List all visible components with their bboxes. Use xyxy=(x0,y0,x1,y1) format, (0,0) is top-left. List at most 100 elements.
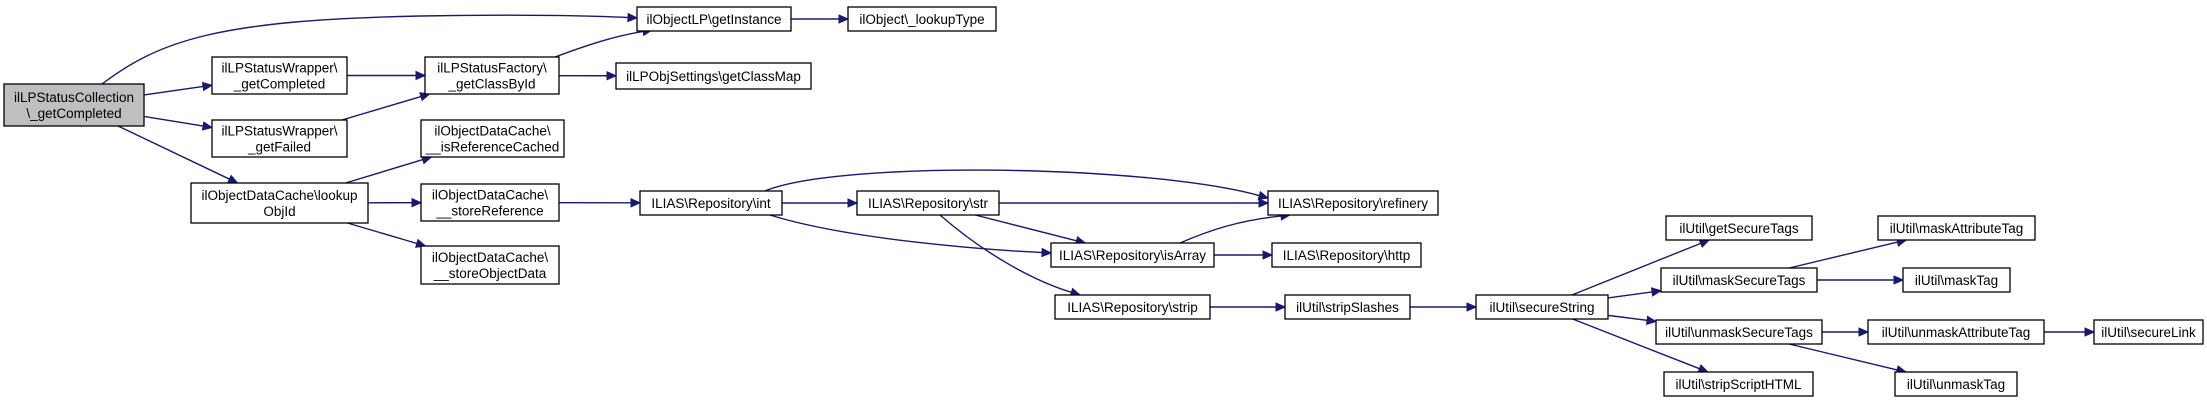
edge-maskSecureTags-to-maskAttributeTag xyxy=(1789,241,1899,269)
node-box xyxy=(1050,242,1215,268)
node-repoStr[interactable]: ILIAS\Repository\str xyxy=(856,190,1000,216)
edge-arrowhead xyxy=(1041,247,1053,258)
edge-wrapFailed-to-statusFactory xyxy=(341,95,423,121)
node-label: ilObjectDataCache\ xyxy=(434,124,551,139)
node-label: __storeReference xyxy=(435,204,543,219)
node-box xyxy=(420,119,565,158)
node-repoInt[interactable]: ILIAS\Repository\int xyxy=(639,190,783,216)
node-repoHttp[interactable]: ILIAS\Repository\http xyxy=(1271,242,1422,268)
node-box xyxy=(639,190,783,216)
node-getSecureTags[interactable]: ilUtil\getSecureTags xyxy=(1665,215,1813,241)
edge-secureString-to-maskSecureTags xyxy=(1607,291,1654,299)
node-label: __storeObjectData xyxy=(433,266,547,281)
node-unmaskSecureTags[interactable]: ilUtil\unmaskSecureTags xyxy=(1655,319,1823,345)
edge-arrowhead xyxy=(411,197,423,208)
node-box xyxy=(420,245,560,285)
node-secureString[interactable]: ilUtil\secureString xyxy=(1475,294,1609,320)
node-label: ilUtil\maskTag xyxy=(1915,273,1998,288)
node-label: ilUtil\unmaskAttributeTag xyxy=(1882,325,2031,340)
edge-arrowhead xyxy=(630,198,642,208)
node-secureLink[interactable]: ilUtil\secureLink xyxy=(2093,319,2204,345)
edge-arrowhead xyxy=(1645,315,1658,326)
node-label: ilUtil\unmaskSecureTags xyxy=(1665,325,1813,340)
edge-arrowhead xyxy=(1698,239,1711,248)
node-getInstance[interactable]: ilObjectLP\getInstance xyxy=(636,6,792,32)
edge-statusFactory-to-getInstance xyxy=(554,30,645,58)
node-label: _getCompleted xyxy=(233,77,326,92)
node-statusFactory[interactable]: ilLPStatusFactory\_getClassById xyxy=(424,56,560,95)
node-lookupType[interactable]: ilObject\_lookupType xyxy=(847,6,997,32)
node-unmaskTag[interactable]: ilUtil\unmaskTag xyxy=(1894,371,2018,397)
node-label: ilObjectDataCache\ xyxy=(432,188,549,203)
node-label: ObjId xyxy=(263,204,295,219)
node-label: ilObjectDataCache\lookup xyxy=(201,188,357,203)
edge-repoStr-to-repoIsArray xyxy=(975,214,1078,242)
node-stripScriptHTML[interactable]: ilUtil\stripScriptHTML xyxy=(1663,371,1814,397)
node-label: ilObject\_lookupType xyxy=(859,12,984,27)
node-label: ilLPStatusCollection xyxy=(14,90,134,105)
node-box xyxy=(211,56,348,95)
node-box xyxy=(424,56,560,95)
node-isRefCached[interactable]: ilObjectDataCache\__isReferenceCached xyxy=(420,119,565,158)
edge-arrowhead xyxy=(2084,327,2096,337)
node-box xyxy=(1877,215,2036,241)
node-repoRefinery[interactable]: ILIAS\Repository\refinery xyxy=(1267,190,1439,216)
node-wrapCompleted[interactable]: ilLPStatusWrapper\_getCompleted xyxy=(211,56,348,95)
node-box xyxy=(636,6,792,32)
node-label: _getClassById xyxy=(447,77,535,92)
edge-arrowhead xyxy=(1258,198,1270,208)
node-box xyxy=(1271,242,1422,268)
node-box xyxy=(1665,215,1813,241)
node-stripSlashes[interactable]: ilUtil\stripSlashes xyxy=(1284,294,1411,320)
node-wrapFailed[interactable]: ilLPStatusWrapper\_getFailed xyxy=(211,119,348,158)
node-box xyxy=(1867,319,2045,345)
edge-arrowhead xyxy=(201,81,214,92)
edge-lookupObjId-to-isRefCached xyxy=(345,158,424,184)
edge-repoIsArray-to-repoRefinery xyxy=(1179,215,1283,244)
node-maskSecureTags[interactable]: ilUtil\maskSecureTags xyxy=(1660,267,1818,293)
edge-arrowhead xyxy=(1697,364,1710,373)
node-maskTag[interactable]: ilUtil\maskTag xyxy=(1902,267,2011,293)
node-box xyxy=(1054,294,1211,320)
node-label: ILIAS\Repository\str xyxy=(868,196,989,211)
node-box xyxy=(1663,371,1814,397)
node-storeRef[interactable]: ilObjectDataCache\__storeReference xyxy=(420,183,560,222)
node-label: _getFailed xyxy=(247,140,311,155)
node-label: ilUtil\unmaskTag xyxy=(1907,377,2005,392)
node-box xyxy=(211,119,348,158)
edge-root-to-wrapFailed xyxy=(143,115,205,127)
edge-unmaskSecureTags-to-unmaskTag xyxy=(1788,343,1899,371)
node-unmaskAttributeTag[interactable]: ilUtil\unmaskAttributeTag xyxy=(1867,319,2045,345)
node-maskAttributeTag[interactable]: ilUtil\maskAttributeTag xyxy=(1877,215,2036,241)
node-label: ILIAS\Repository\refinery xyxy=(1278,196,1428,211)
edge-secureString-to-getSecureTags xyxy=(1571,242,1702,296)
edge-arrowhead xyxy=(1466,302,1478,312)
edge-arrowhead xyxy=(1275,302,1287,312)
node-label: ILIAS\Repository\isArray xyxy=(1059,248,1206,263)
edge-repoInt-to-repoRefinery xyxy=(764,169,1261,197)
node-box xyxy=(3,83,145,127)
edge-arrowhead xyxy=(627,12,639,23)
node-classMap[interactable]: ilLPObjSettings\getClassMap xyxy=(615,62,812,90)
node-label: ilObjectDataCache\ xyxy=(432,250,549,265)
node-box xyxy=(1655,319,1823,345)
edge-arrowhead xyxy=(415,70,427,81)
node-repoIsArray[interactable]: ILIAS\Repository\isArray xyxy=(1050,242,1215,268)
edge-arrowhead xyxy=(1257,190,1270,201)
node-box xyxy=(190,182,369,224)
node-label: __isReferenceCached xyxy=(425,140,560,155)
node-label: ilUtil\secureLink xyxy=(2101,325,2196,340)
node-label: ilUtil\stripSlashes xyxy=(1296,300,1399,315)
node-repoStrip[interactable]: ILIAS\Repository\strip xyxy=(1054,294,1211,320)
node-label: ilUtil\getSecureTags xyxy=(1679,221,1799,236)
edge-lookupObjId-to-storeObjData xyxy=(347,222,419,245)
node-label: ilUtil\maskSecureTags xyxy=(1673,273,1806,288)
edge-root-to-getInstance xyxy=(101,14,630,85)
nodes-layer: ilLPStatusCollection\_getCompleted ilObje… xyxy=(3,6,2204,397)
node-root[interactable]: ilLPStatusCollection\_getCompleted xyxy=(3,83,145,127)
node-storeObjData[interactable]: ilObjectDataCache\__storeObjectData xyxy=(420,245,560,285)
node-box xyxy=(1894,371,2018,397)
node-label: ilObjectLP\getInstance xyxy=(646,12,781,27)
node-label: ilLPStatusWrapper\ xyxy=(221,124,337,139)
